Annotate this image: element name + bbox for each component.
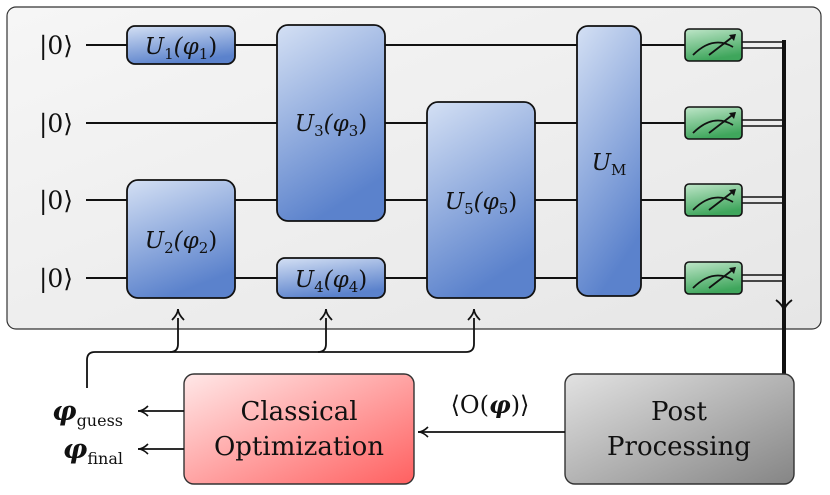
meter-icon <box>684 106 743 140</box>
measurement-meters <box>684 28 743 295</box>
svg-text:UM: UM <box>592 150 627 179</box>
classical-optimization-box: Classical Optimization <box>183 373 415 485</box>
svg-text:U5(φ5): U5(φ5) <box>445 189 518 218</box>
svg-text:U4(φ4): U4(φ4) <box>295 267 368 296</box>
svg-text:U3(φ3): U3(φ3) <box>295 111 368 140</box>
classical-line2: Optimization <box>214 432 384 462</box>
gate-um: UM <box>576 25 642 297</box>
qubit-label-1: |0⟩ <box>39 31 73 61</box>
svg-text:U1(φ1): U1(φ1) <box>145 34 218 63</box>
meter-icon <box>684 28 743 62</box>
gate-u5: U5(φ5) <box>426 101 536 299</box>
gate-u1: U1(φ1) <box>126 25 236 65</box>
post-processing-box: Post Processing <box>564 373 795 485</box>
qubit-label-4: |0⟩ <box>39 264 73 294</box>
qubit-label-2: |0⟩ <box>39 109 73 139</box>
parameter-feedback <box>86 308 481 388</box>
classical-wires <box>741 41 784 282</box>
expectation-label: ⟨O(φ)⟩ <box>451 390 530 419</box>
qubit-labels: |0⟩ |0⟩ |0⟩ |0⟩ <box>39 31 73 294</box>
post-line2: Processing <box>607 432 751 462</box>
meter-icon <box>684 183 743 217</box>
qubit-label-3: |0⟩ <box>39 186 73 216</box>
meter-icon <box>684 261 743 295</box>
gate-u2: U2(φ2) <box>126 179 236 299</box>
gate-u3: U3(φ3) <box>276 24 386 222</box>
svg-text:U2(φ2): U2(φ2) <box>145 228 218 257</box>
classical-line1: Classical <box>240 397 357 427</box>
bus-arrowhead <box>775 299 793 313</box>
post-line1: Post <box>651 397 707 427</box>
gate-u4: U4(φ4) <box>276 257 386 299</box>
phi-guess-label: φguess <box>52 396 123 430</box>
phi-final-label: φfinal <box>63 434 123 468</box>
